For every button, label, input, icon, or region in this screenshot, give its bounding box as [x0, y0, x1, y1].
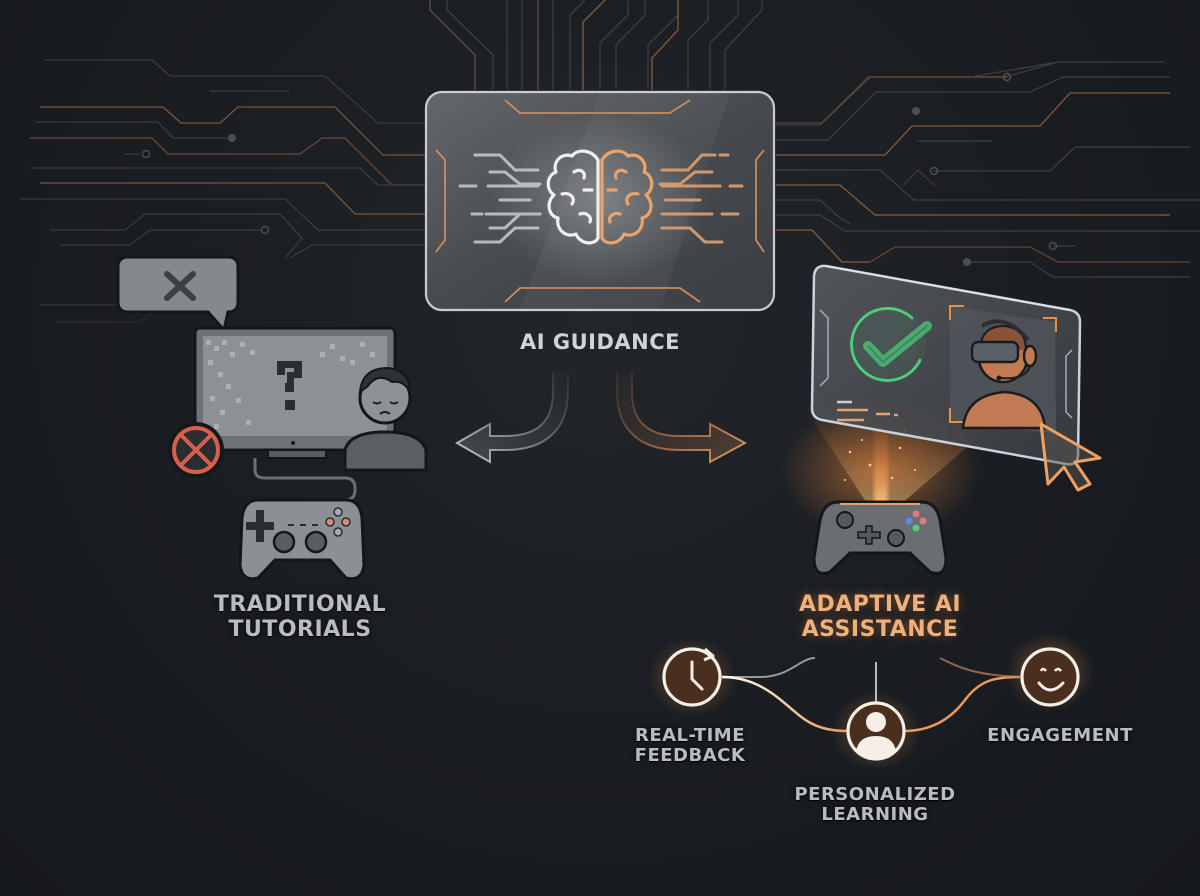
adaptive-ai-title: ADAPTIVE AI ASSISTANCE — [770, 592, 990, 642]
traditional-title-line1: TRADITIONAL — [213, 592, 387, 617]
user-profile-icon — [846, 701, 906, 761]
benefit-label-line2: LEARNING — [821, 804, 929, 826]
clock-refresh-icon — [662, 647, 722, 707]
left-arrow — [454, 372, 569, 464]
wireless-gamepad-icon — [812, 500, 948, 575]
smiley-icon — [1020, 647, 1080, 707]
benefit-label-line1: PERSONALIZED — [794, 784, 956, 805]
benefit-label-line1: REAL-TIME — [634, 725, 746, 746]
sad-player-icon — [343, 366, 428, 472]
right-arrow — [616, 372, 748, 464]
vr-player-icon — [961, 319, 1047, 430]
wired-gamepad-icon — [238, 498, 366, 581]
holo-screen-icon — [810, 264, 1082, 466]
traditional-title-line2: TUTORIALS — [228, 616, 372, 642]
brain-icon — [546, 149, 654, 245]
benefit-label-line1: ENGAGEMENT — [987, 725, 1133, 746]
benefit-engagement: ENGAGEMENT — [975, 725, 1145, 746]
benefit-personalized-learning: PERSONALIZED LEARNING — [775, 784, 975, 826]
adaptive-title-line1: ADAPTIVE AI — [798, 592, 962, 617]
ai-guidance-title: AI GUIDANCE — [520, 330, 680, 354]
cursor-icon — [1039, 422, 1102, 492]
ai-guidance-panel — [424, 90, 776, 312]
adaptive-title-line2: ASSISTANCE — [801, 616, 959, 642]
speech-bubble-x-icon — [116, 255, 240, 334]
monitor-question-icon — [193, 326, 397, 459]
green-check-icon — [850, 307, 932, 383]
benefit-realtime-feedback: REAL-TIME FEEDBACK — [610, 725, 770, 767]
red-x-circle-icon — [168, 422, 224, 478]
benefit-label-line2: FEEDBACK — [634, 745, 746, 767]
traditional-tutorials-title: TRADITIONAL TUTORIALS — [190, 592, 410, 642]
